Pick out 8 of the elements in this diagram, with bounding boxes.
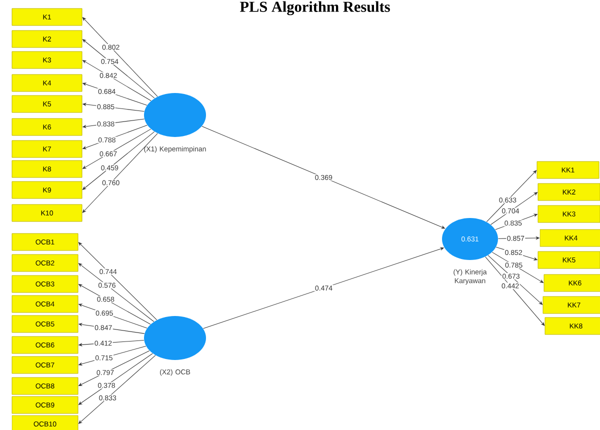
arrow — [488, 255, 543, 305]
arrow — [485, 256, 545, 326]
arrow — [78, 355, 156, 424]
arrow — [82, 133, 158, 213]
arrow — [82, 17, 158, 97]
arrow — [78, 242, 158, 320]
arrow — [486, 170, 537, 222]
title: PLS Algorithm Results — [240, 1, 390, 16]
